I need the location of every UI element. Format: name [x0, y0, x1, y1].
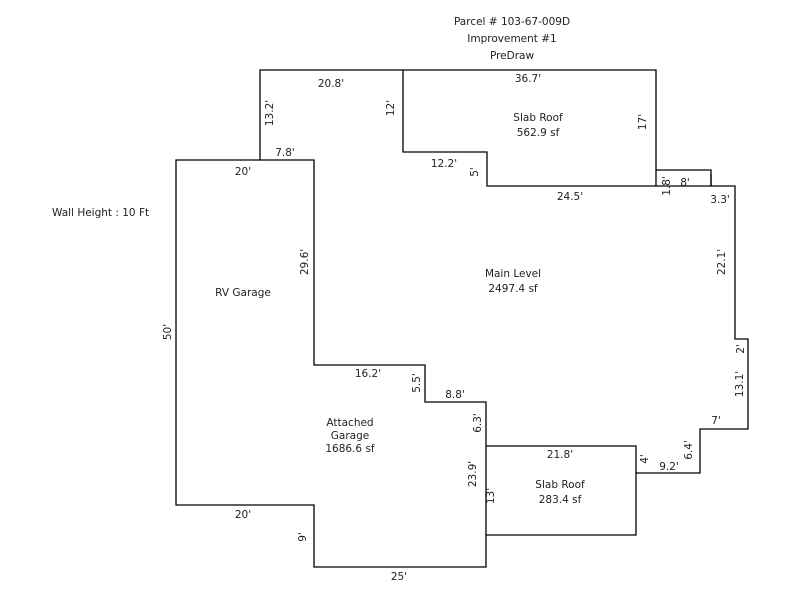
dim-label: 4' — [639, 454, 651, 464]
dim-label: 8.8' — [445, 389, 465, 401]
dim-label: 2' — [735, 344, 747, 354]
dim-label: 1.8' — [661, 176, 673, 196]
dim-label: 12' — [385, 100, 397, 116]
slab-roof-bottom-outline — [486, 445, 637, 473]
dim-label: 21.8' — [547, 449, 573, 461]
dim-label: 9' — [297, 532, 309, 542]
dim-label: 24.5' — [557, 191, 583, 203]
dim-label: 6.4' — [683, 440, 695, 460]
main-level-area: 2497.4 sf — [488, 283, 538, 295]
slab-roof-top-area: 562.9 sf — [517, 127, 560, 139]
outer-outline — [175, 69, 749, 568]
dim-label: 20' — [235, 166, 251, 178]
dim-label: 13' — [485, 488, 497, 504]
attached-garage-name-2: Garage — [331, 430, 369, 442]
slab-roof-top-name: Slab Roof — [513, 112, 563, 124]
dim-label: 13.1' — [734, 371, 746, 397]
dim-label: 17' — [637, 114, 649, 130]
rv-garage-divider — [260, 159, 487, 535]
dim-label: 20.8' — [318, 78, 344, 90]
dim-label: 29.6' — [299, 249, 311, 275]
dim-label: 23.9' — [467, 461, 479, 487]
dim-label: 8' — [680, 177, 690, 189]
dim-label: 25' — [391, 571, 407, 583]
predraw-label: PreDraw — [489, 50, 535, 62]
slab-roof-top-outline — [402, 70, 656, 187]
dim-label: 16.2' — [355, 368, 381, 380]
dim-label: 50' — [162, 324, 174, 340]
dim-label: 9.2' — [659, 461, 679, 473]
dim-label: 36.7' — [515, 73, 541, 85]
slab-roof-bottom-area: 283.4 sf — [539, 494, 582, 506]
dim-label: 7.8' — [275, 147, 295, 159]
dim-label: 5.5' — [411, 373, 423, 393]
dim-label: 3.3' — [710, 194, 730, 206]
attached-garage-name-1: Attached — [326, 417, 373, 429]
rv-garage-name: RV Garage — [215, 287, 271, 299]
wall-height-note: Wall Height : 10 Ft — [52, 207, 150, 219]
slab-roof-bottom-name: Slab Roof — [535, 479, 585, 491]
sketch-header: Parcel # 103-67-009D Improvement #1 PreD… — [412, 14, 612, 65]
parcel-number: Parcel # 103-67-009D — [453, 16, 571, 28]
main-level-right-step — [656, 169, 712, 186]
dim-label: 13.2' — [264, 100, 276, 126]
improvement-label: Improvement #1 — [467, 33, 557, 45]
dim-label: 7' — [711, 415, 721, 427]
dim-label: 5' — [469, 167, 481, 177]
dim-label: 6.3' — [472, 413, 484, 433]
attached-garage-area: 1686.6 sf — [325, 443, 375, 455]
main-level-name: Main Level — [485, 268, 541, 280]
dim-label: 20' — [235, 509, 251, 521]
dim-label: 12.2' — [431, 158, 457, 170]
dim-label: 22.1' — [716, 249, 728, 275]
